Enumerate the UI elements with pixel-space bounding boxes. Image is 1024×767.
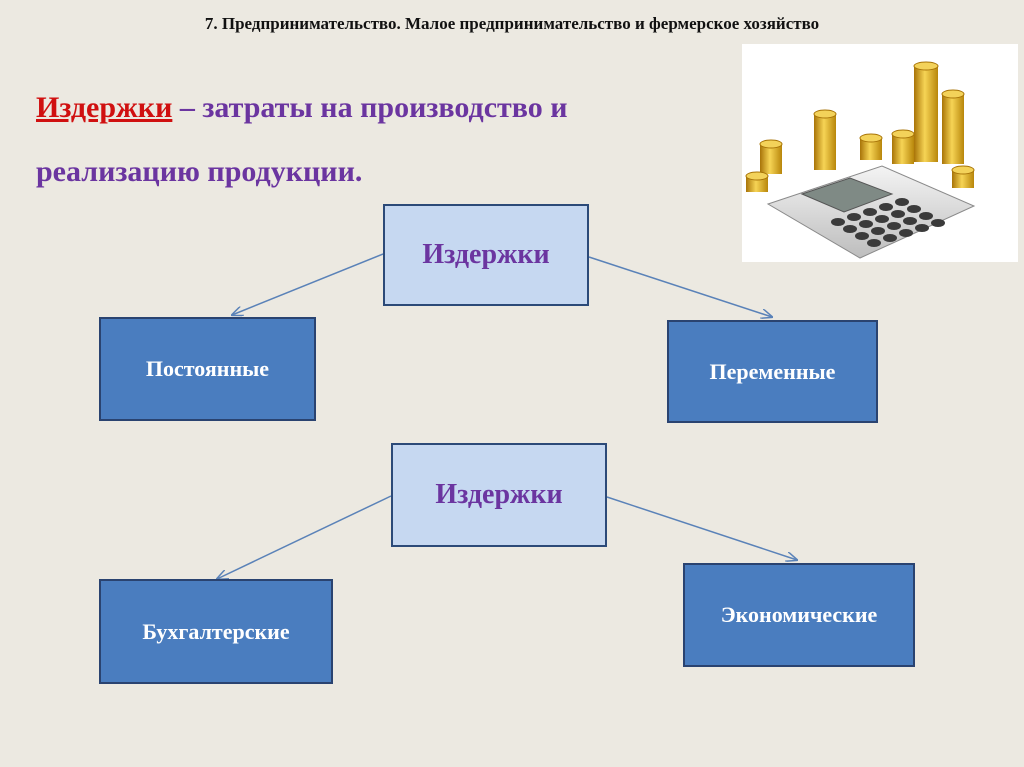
- costs-root-box-1: Издержки: [383, 204, 589, 306]
- coins-calculator-illustration: [745, 61, 976, 259]
- slide-title: 7. Предпринимательство. Малое предприним…: [204, 14, 820, 33]
- costs-root-box-2: Издержки: [391, 443, 607, 547]
- economic-costs-box: Экономические: [683, 563, 915, 667]
- definition-text: Издержки – затраты на производство и реа…: [36, 76, 736, 204]
- variable-costs-box: Переменные: [667, 320, 878, 423]
- accounting-costs-box: Бухгалтерские: [99, 579, 333, 684]
- arrow-root1-to-right: [588, 256, 772, 317]
- arrow-root2-to-right: [606, 496, 797, 560]
- definition-line-2: реализацию продукции.: [36, 155, 363, 188]
- definition-line-1: Издержки – затраты на производство и: [36, 76, 736, 140]
- arrow-root1-to-left: [232, 253, 384, 315]
- arrow-root2-to-left: [217, 495, 392, 579]
- definition-term: Издержки: [36, 91, 173, 124]
- coins-and-calculator-icon: [742, 44, 1018, 262]
- definition-line-1-rest: – затраты на производство и: [172, 91, 568, 124]
- fixed-costs-box: Постоянные: [99, 317, 316, 421]
